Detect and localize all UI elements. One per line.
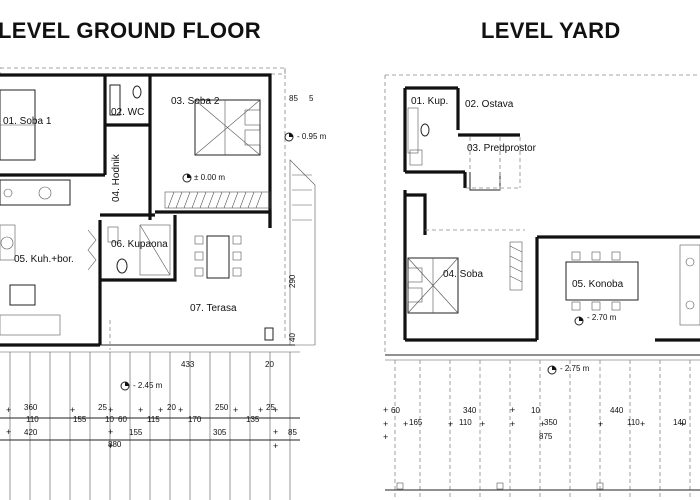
level-label-konoba: - 2.70 m — [587, 313, 617, 322]
dim-115: 115 — [147, 415, 160, 424]
svg-text:+: + — [258, 405, 263, 415]
dim-155a: 155 — [73, 415, 87, 424]
svg-text:+: + — [680, 419, 685, 429]
svg-text:+: + — [540, 419, 545, 429]
room-label-soba2: 03. Soba 2 — [171, 96, 220, 107]
yard-dim-140: 140 — [673, 418, 687, 427]
svg-text:+: + — [383, 405, 388, 415]
svg-text:+: + — [138, 405, 143, 415]
dim-5: 5 — [309, 94, 314, 103]
svg-text:+: + — [510, 405, 515, 415]
dim-20: 20 — [167, 403, 176, 412]
level-label-lower: - 2.45 m — [133, 381, 163, 390]
dim-40: 40 — [288, 333, 297, 342]
dim-25b: 25 — [266, 403, 275, 412]
room-label-predprostor: 03. Predprostor — [467, 143, 537, 154]
room-label-ostava: 02. Ostava — [465, 99, 514, 110]
dim-85: 85 — [289, 94, 298, 103]
svg-text:+: + — [480, 419, 485, 429]
dim-305: 305 — [213, 428, 227, 437]
room-label-soba: 04. Soba — [443, 269, 483, 280]
dim-10: 10 — [105, 415, 114, 424]
svg-text:+: + — [273, 405, 278, 415]
level-label-main: ± 0.00 m — [194, 173, 225, 182]
dim-250: 250 — [215, 403, 229, 412]
svg-text:+: + — [6, 405, 11, 415]
svg-text:+: + — [178, 405, 183, 415]
svg-text:+: + — [383, 432, 388, 442]
svg-text:+: + — [640, 419, 645, 429]
svg-text:+: + — [598, 419, 603, 429]
ground-floor-title: LEVEL GROUND FLOOR — [0, 18, 261, 43]
dim-85b: 85 — [288, 428, 297, 437]
svg-text:+: + — [510, 419, 515, 429]
dim-25a: 25 — [98, 403, 107, 412]
svg-text:+: + — [403, 419, 408, 429]
room-label-konoba: 05. Konoba — [572, 279, 624, 290]
svg-text:+: + — [273, 441, 278, 451]
dim-110: 110 — [26, 415, 39, 424]
yard-dim-165: 165 — [409, 418, 423, 427]
dim-170: 170 — [188, 415, 202, 424]
room-label-wc: 02. WC — [111, 107, 144, 118]
room-label-terasa: 07. Terasa — [190, 303, 237, 314]
dim-360: 360 — [24, 403, 38, 412]
dim-60: 60 — [118, 415, 127, 424]
dim-433: 433 — [181, 360, 195, 369]
svg-text:+: + — [6, 427, 11, 437]
level-label-outer: - 0.95 m — [297, 132, 327, 141]
yard-dim-60: 60 — [391, 406, 400, 415]
svg-text:+: + — [158, 405, 163, 415]
yard-dim-350: 350 — [544, 418, 558, 427]
svg-text:+: + — [233, 405, 238, 415]
room-label-soba1: 01. Soba 1 — [3, 116, 52, 127]
svg-text:+: + — [108, 427, 113, 437]
dim-20-top: 20 — [265, 360, 274, 369]
svg-text:+: + — [383, 419, 388, 429]
svg-text:+: + — [108, 441, 113, 451]
dim-880: 880 — [108, 440, 122, 449]
room-label-kuhinja: 05. Kuh.+bor. — [14, 254, 74, 265]
yard-dim-110a: 110 — [459, 418, 472, 427]
dim-135: 135 — [246, 415, 260, 424]
dim-290: 290 — [288, 274, 297, 288]
yard-level-plan: + + + + + + + + + + + + 01. Kup. 02. Ostava 03. … — [383, 74, 700, 500]
yard-dim-110b: 110 — [627, 418, 640, 427]
yard-dim-10: 10 — [531, 406, 540, 415]
svg-text:+: + — [273, 427, 278, 437]
dim-420: 420 — [24, 428, 38, 437]
yard-dim-875: 875 — [539, 432, 553, 441]
svg-text:+: + — [448, 419, 453, 429]
ground-floor-plan: + + + + + + + + + + + + + + 01. Soba 1 02. WC 03.… — [0, 67, 327, 500]
dim-155b: 155 — [129, 428, 143, 437]
room-label-kupaona: 06. Kupaona — [111, 239, 168, 250]
room-label-kup: 01. Kup. — [411, 96, 448, 107]
yard-dim-340: 340 — [463, 406, 477, 415]
level-label-yard-outer: - 2.75 m — [560, 364, 590, 373]
svg-text:+: + — [108, 405, 113, 415]
svg-text:+: + — [70, 405, 75, 415]
yard-level-title: LEVEL YARD — [481, 18, 621, 43]
yard-dim-440: 440 — [610, 406, 624, 415]
room-label-hodnik: 04. Hodnik — [111, 153, 122, 202]
